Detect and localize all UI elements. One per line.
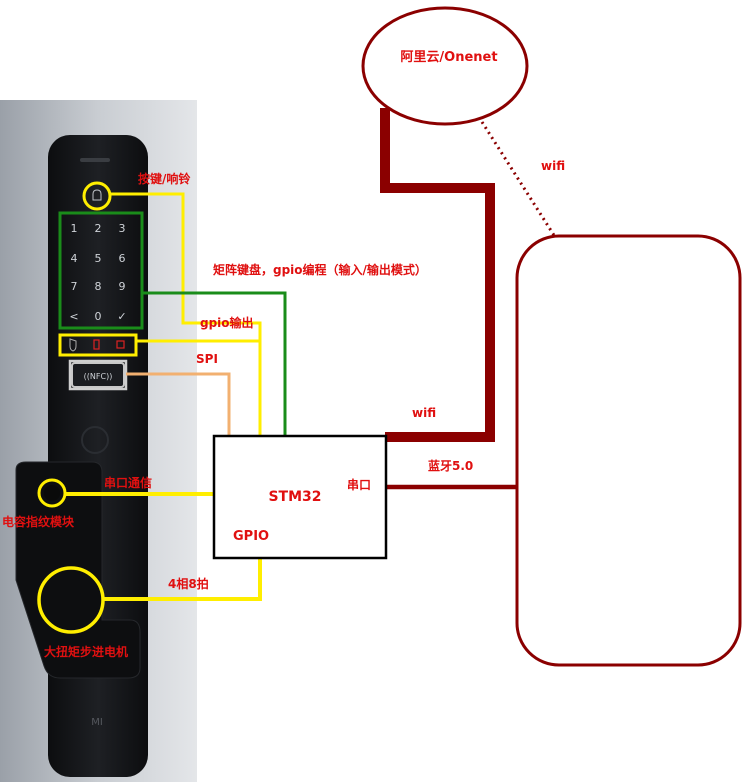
nfc-label: ((NFC)): [84, 372, 113, 381]
label-wifi-mid: wifi: [412, 406, 436, 420]
keypad-key: 0: [95, 310, 102, 323]
lock-brand: MI: [91, 717, 103, 728]
keypad-key: 8: [95, 280, 102, 293]
keypad-key: ✓: [117, 310, 126, 323]
label-four-phase: 4相8拍: [168, 576, 209, 591]
label-fingerprint-module: 电容指纹模块: [2, 514, 75, 529]
keypad-key: 3: [119, 222, 126, 235]
keypad-key: 9: [119, 280, 126, 293]
fingerprint-sensor: [44, 485, 60, 501]
gpio-label: GPIO: [233, 529, 269, 544]
phone-device: [517, 236, 740, 665]
label-bluetooth: 蓝牙5.0: [428, 458, 473, 473]
keypad-key: 5: [95, 252, 102, 265]
keypad-key: 7: [71, 280, 78, 293]
cloud-label: 阿里云/Onenet: [400, 50, 497, 65]
label-wifi-top: wifi: [541, 159, 565, 173]
label-matrix-keyboard: 矩阵键盘，gpio编程（输入/输出模式）: [212, 262, 427, 277]
lock-camera-slot: [80, 158, 110, 162]
keypad-key: 1: [71, 222, 78, 235]
label-spi: SPI: [196, 352, 218, 366]
cloud-node: [363, 8, 527, 124]
label-uart-comm: 串口通信: [104, 475, 152, 490]
serial-port-label: 串口: [347, 477, 371, 492]
label-gpio-output: gpio输出: [200, 315, 254, 330]
keypad-key: 6: [119, 252, 126, 265]
keypad-key: 4: [71, 252, 78, 265]
keypad-key: <: [69, 310, 78, 323]
label-stepper-motor: 大扭矩步进电机: [44, 644, 128, 659]
stm32-title: STM32: [268, 489, 321, 505]
label-button-bell: 按键/响铃: [138, 171, 191, 186]
keypad-key: 2: [95, 222, 102, 235]
